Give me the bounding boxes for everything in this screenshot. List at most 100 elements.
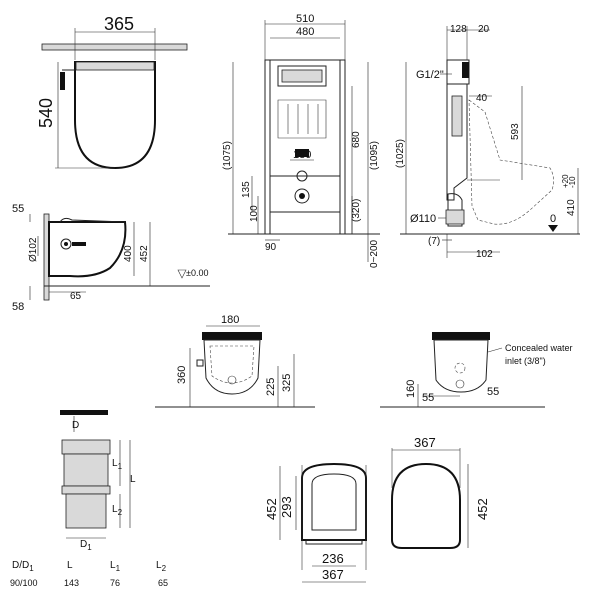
pipe-mid-ring (61, 485, 111, 495)
seat-236-label: 236 (322, 551, 344, 566)
frame-drain-outlet (294, 188, 310, 204)
front-360-label: 360 (176, 366, 188, 384)
seat-367-label: 367 (322, 567, 344, 582)
pipe-D-label: D (72, 420, 79, 431)
pipe-table-header-3: L2 (156, 560, 167, 573)
pipe-L2-label: L2 (112, 504, 123, 517)
side-cistern-body (446, 83, 468, 201)
side-zero-marker (548, 225, 558, 232)
front-180-label: 180 (221, 314, 239, 326)
frame-320-label: (320) (351, 199, 362, 222)
rear-water-inlet (455, 379, 465, 389)
frame-135-label: 135 (241, 181, 252, 198)
rear-bowl (433, 339, 489, 393)
side-zero-label: 0 (550, 213, 556, 225)
rear-seat-top (432, 332, 490, 340)
top-view: 365 540 (36, 14, 188, 170)
lid-outline (391, 462, 461, 549)
top-height-label: 540 (36, 98, 56, 128)
seat-inner-opening (311, 473, 357, 531)
top-view-bowl-outline (74, 61, 156, 170)
top-width-label: 365 (104, 14, 134, 34)
side-593-label: 593 (510, 123, 521, 140)
frame-inner-width-label: 480 (296, 26, 314, 38)
frame-water-inlet (296, 170, 308, 182)
frame-cistern-body (277, 99, 327, 139)
frame-range-label: 0~200 (369, 239, 380, 268)
rear-160-label: 160 (405, 380, 417, 398)
seat-293-label: 293 (279, 496, 294, 518)
side-410-label: 410 (566, 199, 577, 216)
rear-note-line1: Concealed water (505, 343, 573, 353)
left-55-label: 55 (12, 203, 24, 215)
pipe-L-label: L (130, 474, 136, 485)
left-400-label: 400 (123, 245, 134, 262)
frame-1095-label: (1095) (369, 141, 380, 170)
pipe-L1-label: L1 (112, 458, 123, 471)
frame-height-1075-label: (1075) (222, 141, 233, 170)
pipe-table-cell-3: 65 (158, 578, 168, 588)
pipe-table-header-0: D/D1 (12, 560, 34, 573)
pipe-D1-label: D1 (80, 539, 92, 552)
side-410-tol-minus: -10 (568, 176, 577, 188)
rear-55a-label: 55 (422, 392, 434, 404)
lid-367-label: 367 (414, 435, 436, 450)
frame-outer-width-label: 510 (296, 13, 314, 25)
side-7-label: (7) (428, 236, 440, 247)
frame-flush-plate (281, 69, 323, 83)
left-outlet (60, 238, 72, 250)
left-58-label: 58 (12, 301, 24, 313)
top-view-valve (60, 72, 65, 90)
side-d110-label: Ø110 (410, 213, 436, 225)
side-cistern-valve (451, 95, 463, 137)
pipe-lower-body (65, 493, 107, 529)
front-bowl (203, 339, 261, 395)
seat-452-label: 452 (264, 498, 279, 520)
left-profile-view: 55 58 Ø102 400 452 65 ±0.00 (12, 203, 210, 313)
side-flush-actuator (462, 62, 469, 78)
pipe-upper-body (63, 453, 109, 487)
front-225-label: 225 (265, 378, 277, 396)
side-section-view: 128 20 G1/2" 40 593 (1025) Ø110 (7) 102 … (395, 24, 580, 260)
frame-bolt-block (295, 149, 309, 157)
side-40-label: 40 (476, 93, 488, 104)
pipe-table-header-2: L1 (110, 560, 121, 573)
pipe-top-flange (60, 410, 108, 415)
frame-680-label: 680 (351, 131, 362, 148)
pipe-table-cell-1: 143 (64, 578, 79, 588)
side-20-label: 20 (478, 24, 490, 35)
rear-view: Concealed water inlet (3/8") 160 55 55 (380, 332, 573, 408)
seat-top-view: 452 293 236 367 (264, 462, 367, 583)
left-zero-label: ±0.00 (186, 268, 208, 278)
side-1025-label: (1025) (395, 139, 406, 168)
left-d102-label: Ø102 (28, 237, 39, 262)
frame-cistern-opening (277, 65, 327, 87)
pipe-table-header-1: L (67, 560, 73, 571)
side-g12-label: G1/2" (416, 69, 444, 81)
pipe-connector-view: D D1 L L1 L2 (60, 410, 136, 552)
rear-note-line2: inlet (3/8") (505, 356, 546, 366)
lid-top-view: 367 452 (391, 435, 490, 549)
frame-100-label: 100 (249, 205, 260, 222)
top-view-wall-plate (41, 43, 188, 51)
pipe-table-cell-2: 76 (110, 578, 120, 588)
top-view-seat-hinge (75, 61, 155, 71)
pipe-upper-collar (61, 439, 111, 455)
pipe-table-cell-0: 90/100 (10, 578, 38, 588)
front-seat-top (202, 332, 262, 340)
left-65-label: 65 (70, 291, 82, 302)
side-102-label: 102 (476, 249, 493, 260)
side-410-tol-plus: +20 (561, 174, 570, 188)
left-bowl-profile (48, 221, 127, 278)
frame-90-label: 90 (265, 242, 277, 253)
side-128-label: 128 (450, 24, 467, 35)
rear-55b-label: 55 (487, 386, 499, 398)
frame-bolt-spacing-label: 180 (293, 149, 311, 161)
pipe-table: D/D1 L L1 L2 90/100 143 76 65 (10, 560, 168, 588)
front-325-label: 325 (281, 374, 293, 392)
side-toilet-ghost (468, 99, 554, 225)
front-view: 180 360 225 325 (155, 314, 315, 408)
lid-452-label: 452 (475, 498, 490, 520)
